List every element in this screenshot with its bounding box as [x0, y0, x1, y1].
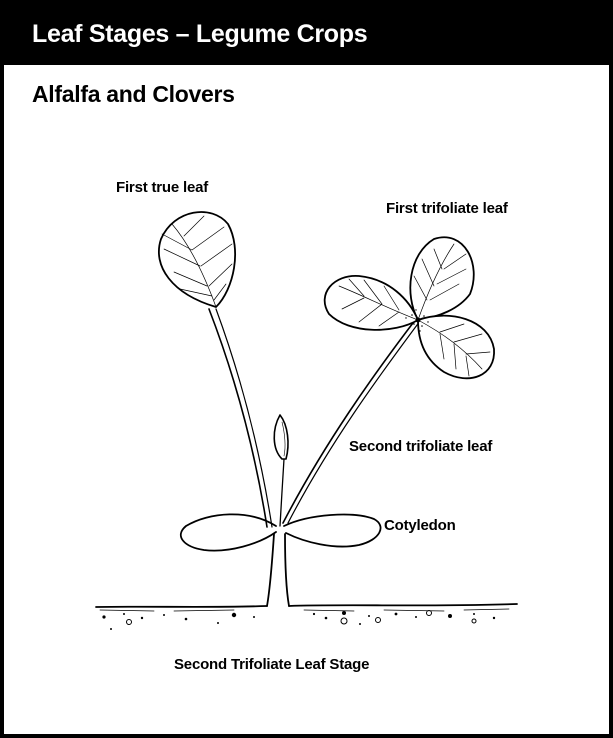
soil-specks [102, 611, 495, 630]
soil-line [96, 604, 517, 611]
seedling-illustration [4, 4, 609, 734]
soil-pebbles [127, 611, 477, 625]
figure-caption: Second Trifoliate Leaf Stage [174, 656, 369, 673]
label-cotyledon: Cotyledon [384, 517, 456, 534]
label-second-trifoliate-leaf: Second trifoliate leaf [349, 438, 492, 455]
label-first-true-leaf: First true leaf [116, 179, 208, 196]
label-first-trifoliate-leaf: First trifoliate leaf [386, 200, 508, 217]
